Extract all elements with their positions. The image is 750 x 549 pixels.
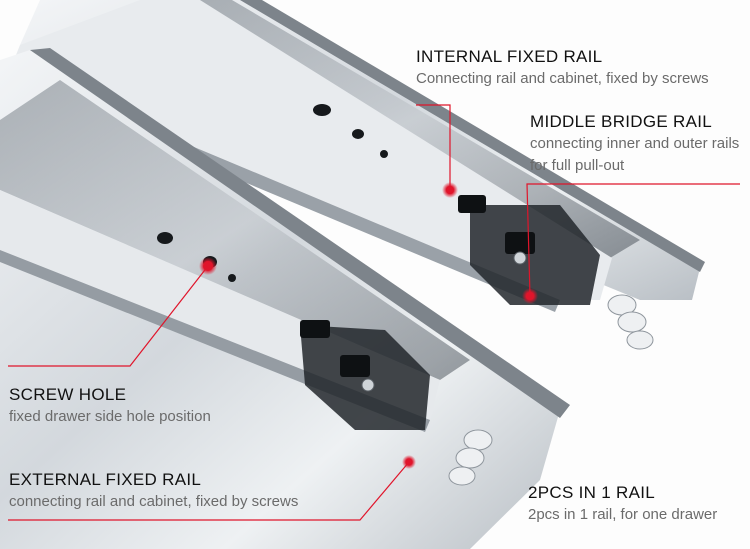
external-fixed-rail-title: EXTERNAL FIXED RAIL: [9, 470, 202, 489]
external-rail-leader-line: [8, 461, 410, 521]
screw-hole-marker-core: [203, 261, 213, 271]
lower-rail-rivet: [361, 378, 375, 392]
external-rail-marker-core: [405, 458, 413, 466]
two-pcs-callout: 2PCS IN 1 RAIL 2pcs in 1 rail, for one d…: [528, 482, 717, 526]
internal-fixed-rail-title: INTERNAL FIXED RAIL: [416, 47, 603, 66]
lower-outer-rail-edge: [30, 48, 570, 418]
internal-fixed-rail-description: Connecting rail and cabinet, fixed by sc…: [416, 70, 709, 87]
lower-rail-slot: [300, 320, 330, 338]
internal-fixed-rail-callout: INTERNAL FIXED RAIL Connecting rail and …: [416, 46, 709, 90]
screw-hole-title: SCREW HOLE: [9, 385, 127, 404]
middle-bridge-rail-description: connecting inner and outer rails for ful…: [530, 135, 740, 174]
lower-rail-slot: [340, 355, 370, 377]
internal-rail-marker-core: [446, 186, 454, 194]
upper-rail-slot: [505, 232, 535, 254]
screw-hole-leader-line: [8, 265, 209, 367]
upper-rail-bracket: [470, 205, 600, 305]
upper-rail-slot: [458, 195, 486, 213]
upper-ball-bearing-stopper: [607, 294, 654, 350]
screw-hole-callout: SCREW HOLE fixed drawer side hole positi…: [9, 384, 211, 428]
middle-bridge-rail-title: MIDDLE BRIDGE RAIL: [530, 112, 713, 131]
lower-rail-hole: [157, 232, 173, 244]
upper-rail-hole: [352, 129, 364, 139]
external-fixed-rail-callout: EXTERNAL FIXED RAIL connecting rail and …: [9, 469, 298, 513]
two-pcs-title: 2PCS IN 1 RAIL: [528, 483, 656, 502]
lower-rail-hole: [228, 274, 236, 282]
lower-rail-channel: [0, 80, 470, 380]
lower-ball-bearing-stopper: [448, 429, 493, 486]
middle-rail-leader-line: [526, 183, 740, 297]
lower-rail-bracket: [300, 325, 430, 430]
internal-rail-leader-line: [416, 104, 451, 190]
upper-rail-hole: [380, 150, 388, 158]
upper-outer-rail-edge: [240, 0, 705, 272]
two-pcs-description: 2pcs in 1 rail, for one drawer: [528, 506, 718, 523]
middle-rail-marker-core: [526, 292, 534, 300]
middle-bridge-rail-callout: MIDDLE BRIDGE RAIL connecting inner and …: [530, 111, 745, 177]
upper-inner-rail: [10, 0, 612, 300]
upper-rail-hole: [313, 104, 331, 116]
lower-slide-rail: [0, 48, 570, 549]
upper-rail-rivet: [513, 251, 527, 265]
screw-hole-description: fixed drawer side hole position: [9, 408, 211, 425]
external-fixed-rail-description: connecting rail and cabinet, fixed by sc…: [9, 493, 299, 510]
